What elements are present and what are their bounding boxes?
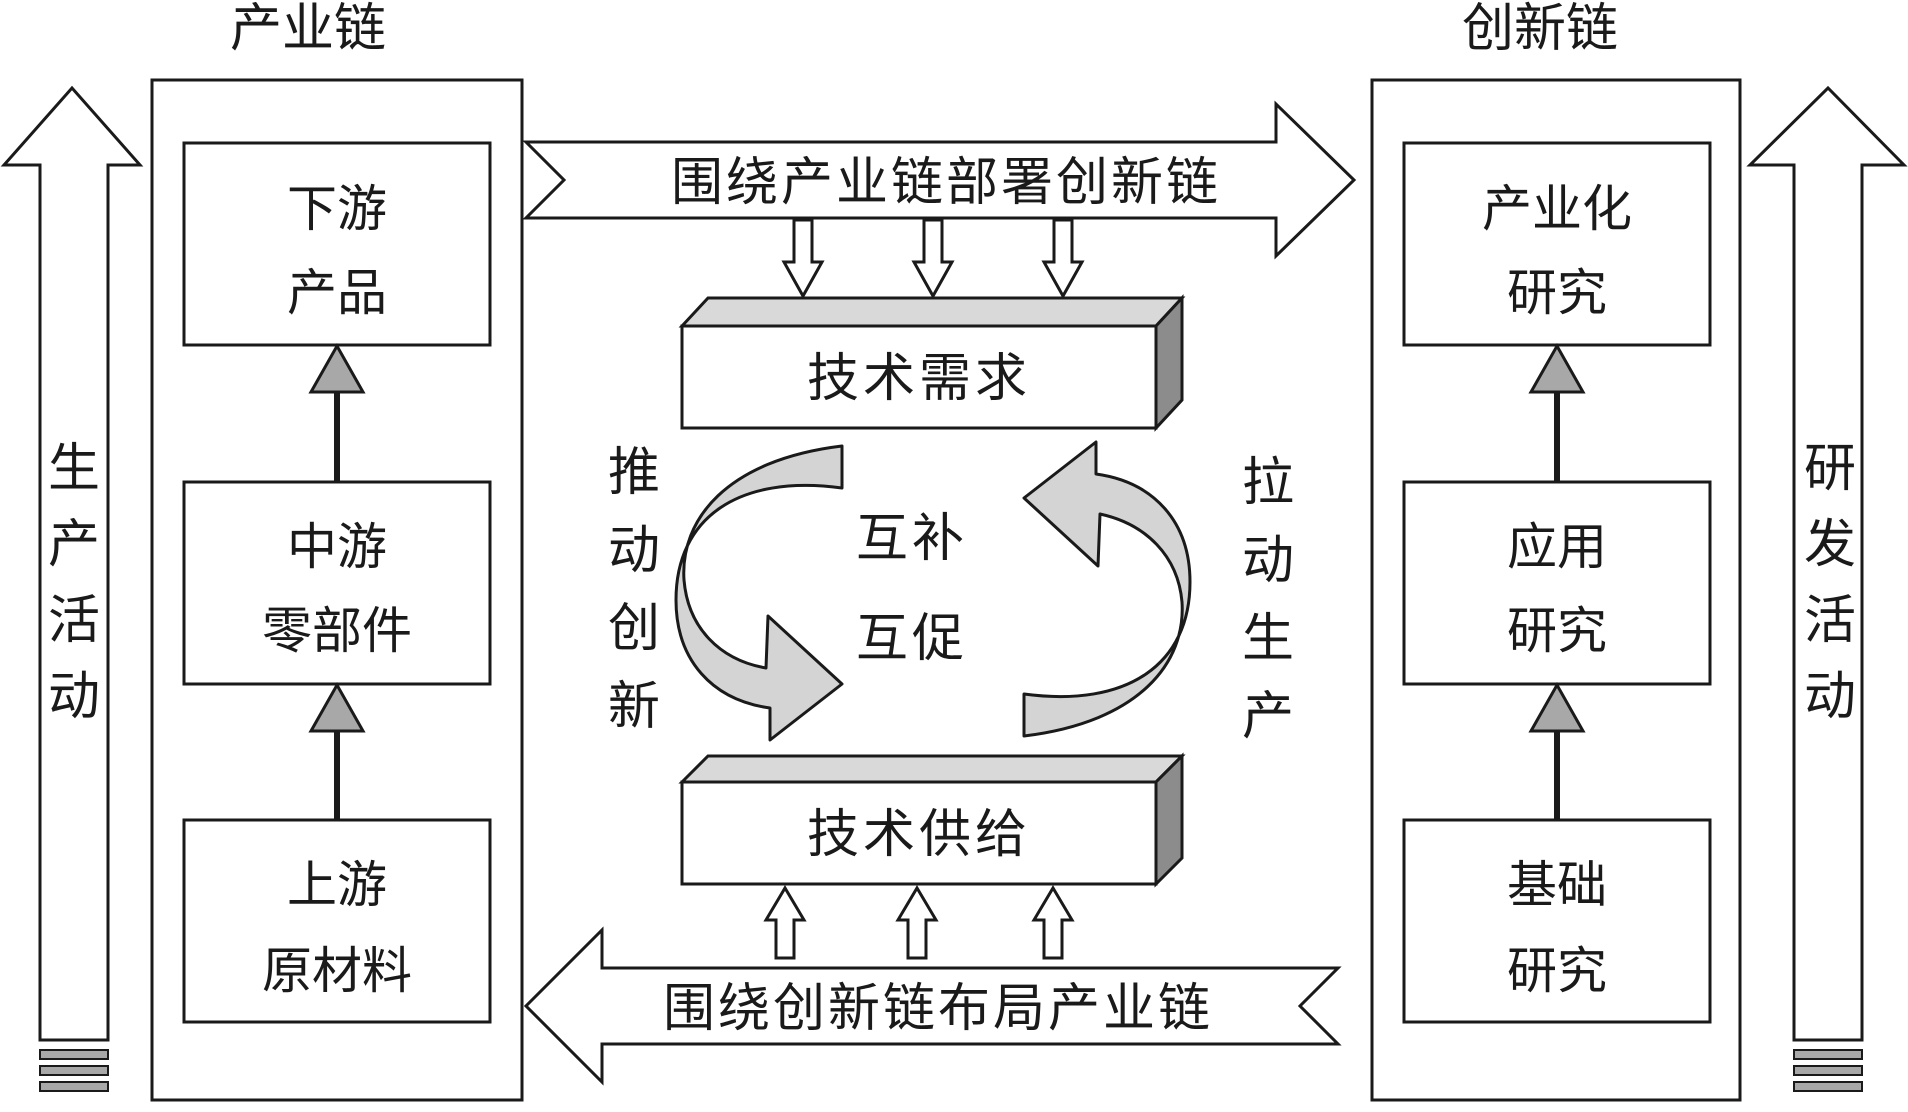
innovation-stage-applied: 应用 研究 [1402, 480, 1712, 686]
bottom-layout-arrow: 围绕创新链布局产业链 [523, 926, 1342, 1086]
push-innovation-label: 推 动 创 新 [608, 443, 660, 737]
pull-production-label: 拉 动 生 产 [1242, 453, 1294, 747]
up-arrows [763, 885, 1075, 960]
center-label-complement: 互补 [856, 509, 968, 569]
industry-stage-line2: 产品 [287, 264, 387, 322]
industry-stage-downstream: 下游 产品 [182, 141, 492, 347]
up-arrow-small [1031, 885, 1075, 960]
innovation-stage-line2: 研究 [1507, 602, 1607, 660]
industry-stage-line2: 原材料 [262, 942, 412, 1000]
industry-stage-line1: 上游 [287, 856, 387, 914]
push-innovation-char: 新 [608, 677, 660, 737]
top-deploy-arrow: 围绕产业链部署创新链 [522, 100, 1357, 260]
production-activity-char: 产 [48, 515, 100, 575]
innovation-stage-industrialization: 产业化 研究 [1402, 141, 1712, 347]
industry-connector-upper [308, 342, 366, 482]
rd-activity-char: 活 [1804, 591, 1856, 651]
industry-stage-midstream: 中游 零部件 [182, 480, 492, 686]
production-activity-arrow: 生 产 活 动 [0, 85, 144, 1092]
up-arrow-small [895, 885, 939, 960]
innovation-stage-line1: 基础 [1507, 856, 1607, 914]
industry-connector-lower [308, 681, 366, 820]
pull-curved-arrow [1022, 440, 1192, 738]
rd-activity-arrow: 研 发 活 动 [1746, 85, 1908, 1092]
tech-supply-label: 技术供给 [807, 805, 1031, 865]
industry-stage-upstream: 上游 原材料 [182, 818, 492, 1024]
rd-activity-char: 动 [1804, 667, 1856, 727]
pull-production-char: 拉 [1242, 453, 1294, 513]
tech-demand-label: 技术需求 [807, 349, 1031, 409]
innovation-stage-basic: 基础 研究 [1402, 818, 1712, 1024]
top-deploy-arrow-label: 围绕产业链部署创新链 [671, 153, 1221, 213]
bottom-layout-arrow-label: 围绕创新链布局产业链 [663, 979, 1213, 1039]
innovation-stage-line1: 应用 [1507, 518, 1607, 576]
push-innovation-char: 推 [608, 443, 660, 503]
production-activity-char: 生 [48, 439, 100, 499]
production-activity-char: 活 [48, 591, 100, 651]
rd-activity-label: 研 发 活 动 [1804, 439, 1856, 727]
industry-stage-line1: 中游 [287, 518, 387, 576]
industry-stage-line2: 零部件 [262, 602, 412, 660]
innovation-stage-line2: 研究 [1507, 264, 1607, 322]
innovation-stage-line2: 研究 [1507, 942, 1607, 1000]
up-arrow-small [763, 885, 807, 960]
down-arrow-small [781, 218, 825, 300]
production-activity-char: 动 [48, 667, 100, 727]
push-curved-arrow [674, 444, 844, 742]
down-arrows [781, 218, 1085, 300]
innovation-connector-lower [1528, 681, 1586, 820]
industry-stage-line1: 下游 [287, 180, 387, 238]
pull-production-char: 生 [1242, 609, 1294, 669]
rd-activity-char: 发 [1804, 515, 1856, 575]
tech-supply-box: 技术供给 [678, 752, 1186, 888]
tech-demand-box: 技术需求 [678, 294, 1186, 432]
production-activity-label: 生 产 活 动 [48, 439, 100, 727]
down-arrow-small [1041, 218, 1085, 300]
pull-production-char: 动 [1242, 531, 1294, 591]
push-innovation-char: 创 [608, 599, 660, 659]
push-innovation-char: 动 [608, 521, 660, 581]
down-arrow-small [911, 218, 955, 300]
innovation-chain-title: 创新链 [1462, 0, 1618, 59]
rd-activity-char: 研 [1804, 439, 1856, 499]
pull-production-char: 产 [1242, 687, 1294, 747]
industry-chain-title: 产业链 [230, 0, 386, 59]
innovation-connector-upper [1528, 342, 1586, 482]
center-label-promote: 互促 [856, 609, 968, 669]
innovation-stage-line1: 产业化 [1482, 180, 1632, 238]
